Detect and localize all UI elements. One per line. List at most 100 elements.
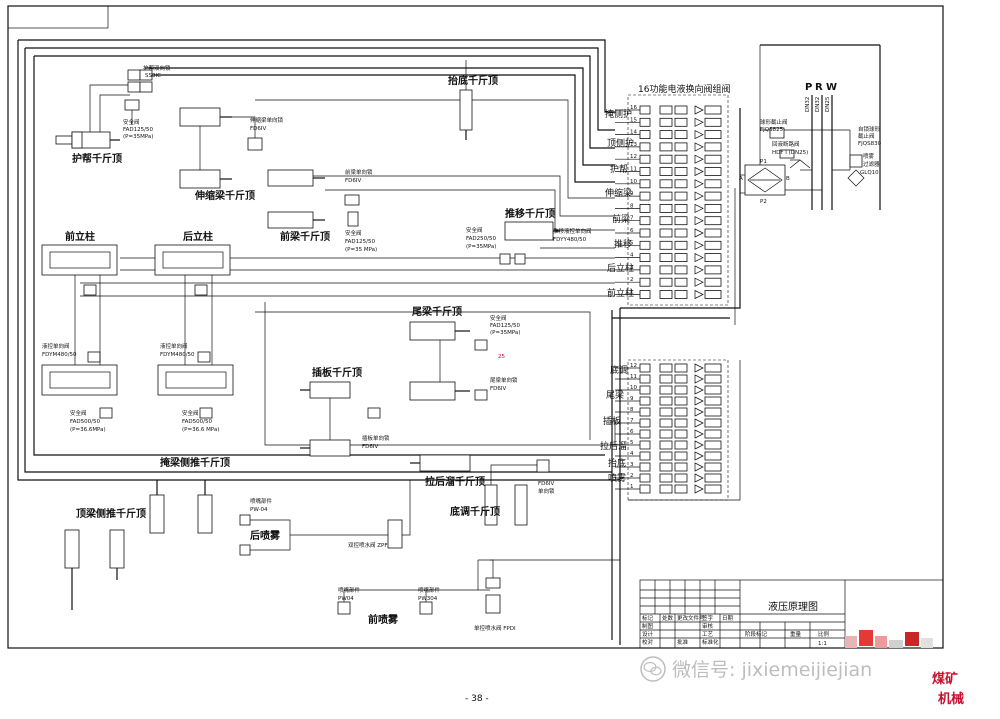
note-hb-code: SS3IC: [145, 73, 161, 79]
fn-tuiyi: 推移: [614, 238, 632, 250]
note-hb-safety: 安全阀: [123, 118, 140, 126]
fn-yancehu: 掩侧护: [605, 108, 632, 120]
note-sprayfilter-code: GLQ10: [860, 170, 879, 176]
note-filter-return: 回液断路阀: [772, 140, 800, 148]
red-redaction-mark: [845, 630, 935, 656]
note-ql-safety: 安全阀: [345, 229, 362, 237]
svg-text:7: 7: [630, 216, 634, 222]
note-filter-ball: 球形截止阀: [760, 118, 788, 126]
svg-text:11: 11: [630, 167, 637, 173]
filter-port-p1: P1: [760, 159, 767, 165]
note-qlz-code: FDYM480/50: [42, 352, 77, 358]
tb-sign-2: 校对: [642, 638, 654, 646]
fn-qianlizhu: 前立柱: [607, 287, 634, 299]
bottom-bank-port-1: 1: [615, 484, 722, 494]
tb-row-4: 日期: [722, 615, 734, 622]
svg-text:4: 4: [630, 253, 634, 259]
note-filter-ball-code: FJQS825: [760, 127, 784, 133]
note-filter-return-code: HDF I (DN25): [772, 150, 808, 156]
main-pipelines: [17, 39, 881, 645]
note-sprayfilter-2: 过滤器: [863, 160, 880, 168]
label-weiliang: 尾梁千斤顶: [412, 305, 462, 318]
note-wl-p: (P=35MPa): [490, 330, 520, 336]
logo-line-2: 机械: [938, 692, 965, 707]
main-supply-pipes: [800, 95, 850, 210]
top-bank-port-7: 7: [615, 216, 722, 226]
fn-chaban: 插板: [603, 415, 621, 427]
svg-text:6: 6: [630, 228, 634, 234]
note-wl-fad: FAD125/50: [490, 323, 521, 329]
fn-houlizhu: 后立柱: [607, 262, 634, 274]
logo-line-1: 煤矿: [932, 672, 959, 687]
tb-sign-3: 审核: [702, 622, 714, 630]
bottom-bank-port-8: 8: [615, 407, 722, 417]
dingliang-cylinders: [64, 529, 125, 610]
label-yanliang: 掩梁侧推千斤顶: [160, 456, 230, 469]
bottom-bank-port-7: 7: [615, 418, 722, 428]
bottom-bank-port-10: 10: [615, 385, 722, 395]
fn-didiao: 底调: [610, 364, 628, 376]
tb-scale: 1:1: [818, 641, 827, 647]
top-bank-port-6: 6: [615, 228, 722, 238]
note-single-water: 单控喷水阀 FPDI: [474, 624, 516, 632]
weiliang-cylinders: [409, 321, 488, 401]
shensuo-cylinders: [179, 107, 263, 189]
tb-col-1: 重量: [790, 630, 802, 638]
filter-port-p2: P2: [760, 199, 767, 205]
label-tuiyi: 推移千斤顶: [505, 207, 555, 220]
tb-col-2: 比例: [818, 630, 830, 638]
note-hlz-valve: 液控单向阀: [160, 342, 188, 350]
label-lahouliu: 拉后溜千斤顶: [425, 475, 485, 488]
pipe-label-w: W: [826, 82, 837, 93]
note-autofilter-1: 自锁球形: [858, 125, 881, 133]
label-didiao: 底调千斤顶: [450, 505, 500, 518]
drawing-title: 液压原理图: [768, 600, 818, 613]
svg-text:5: 5: [630, 240, 634, 246]
note-wl-code: FD6IV: [490, 386, 507, 392]
note-ty-code: FDYY480/50: [553, 237, 587, 243]
note-autofilter-2: 截止阀: [858, 132, 875, 140]
note-hlz-fad: FAD500/50: [182, 419, 213, 425]
top-bank-port-15: 15: [615, 117, 722, 127]
svg-text:12: 12: [630, 363, 637, 369]
note-ss-code: FD6IV: [250, 126, 267, 132]
valve-bank-top-title: 16功能电液换向阀组阀: [638, 83, 730, 95]
label-qianlizhu: 前立柱: [65, 230, 95, 243]
top-bank-port-4: 4: [615, 253, 722, 263]
note-hb-p: (P=35MPa): [123, 134, 153, 140]
tb-sign-4: 工艺: [702, 631, 714, 638]
note-red-mark: 25: [498, 354, 505, 360]
tb-row-1: 处数: [662, 614, 674, 622]
bottom-bank-port-12: 12: [615, 363, 722, 373]
filter-port-a: A: [739, 176, 743, 182]
note-autofilter-code: FJQS830: [858, 141, 882, 147]
tb-row-0: 标记: [642, 614, 654, 622]
svg-text:1: 1: [630, 484, 634, 490]
top-bank-port-8: 8: [615, 203, 722, 213]
note-ty-valve: 推移液控单向阀: [553, 227, 592, 235]
didiao-cylinders: [484, 459, 550, 526]
top-bank-port-11: 11: [615, 167, 722, 177]
note-qlz-p: (P=36.6MPa): [70, 427, 106, 433]
tb-sign-0: 制图: [642, 622, 654, 630]
fn-penwu: 喷雾: [608, 473, 626, 484]
svg-text:10: 10: [630, 179, 637, 185]
top-bank-port-16: 16: [615, 105, 722, 115]
note-ql-fad: FAD125/50: [345, 239, 376, 245]
label-houlizhu: 后立柱: [183, 230, 213, 243]
svg-text:3: 3: [630, 462, 634, 468]
note-ss-valve: 伸缩梁单向锁: [250, 116, 284, 124]
note-nozzle-q2: 喷嘴部件: [418, 586, 441, 594]
frame-corner-box: [7, 5, 109, 29]
note-dd-valve: 单向锁: [538, 487, 555, 495]
svg-text:4: 4: [630, 451, 634, 457]
top-bank-port-13: 13: [615, 142, 722, 152]
svg-text:9: 9: [630, 191, 634, 197]
fn-taidi: 抬底: [608, 457, 626, 469]
svg-text:3: 3: [630, 265, 634, 271]
svg-text:12: 12: [630, 154, 637, 160]
label-shensuo: 伸缩梁千斤顶: [194, 189, 255, 202]
pipe-dn-r: DN32: [815, 97, 821, 112]
bottom-bank-port-9: 9: [615, 396, 722, 406]
